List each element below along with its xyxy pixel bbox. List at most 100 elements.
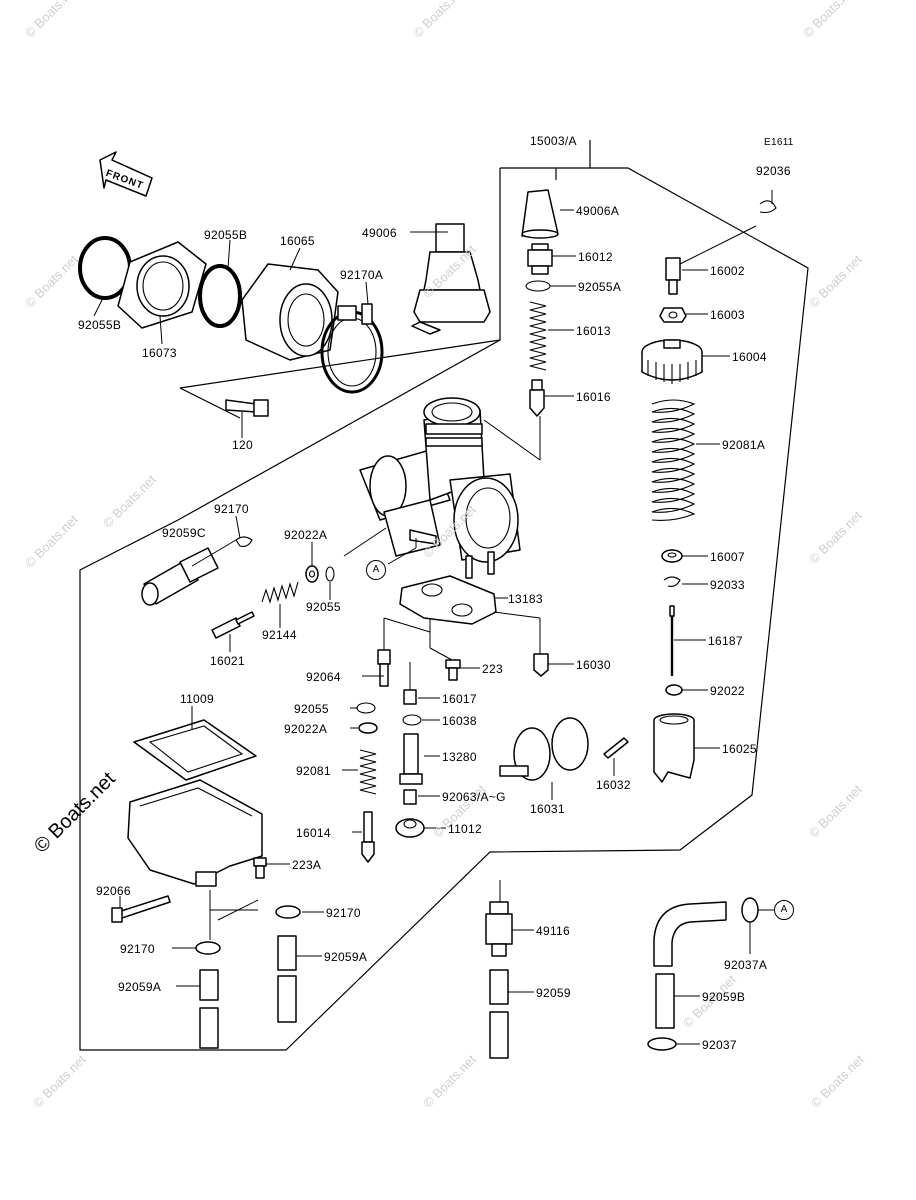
clip-92033 [663,576,681,587]
part-label-16016: 16016 [576,390,611,404]
part-label-92055b-top: 92055B [204,228,248,242]
part-label-16002: 16002 [710,264,745,278]
washer-92022a-lower [358,722,378,734]
part-label-16014: 16014 [296,826,331,840]
o-ring-92055-lower [356,702,376,714]
bolt-120 [225,399,269,417]
needle-jet-92064 [377,649,391,687]
screw-16021 [211,611,255,639]
part-label-16187: 16187 [708,634,743,648]
part-label-92022a-lower: 92022A [284,722,328,736]
part-label-120: 120 [232,438,253,452]
part-label-16031: 16031 [530,802,565,816]
insulator-16073 [117,241,207,329]
part-label-13183: 13183 [508,592,543,606]
part-label-92022a-upper: 92022A [284,528,328,542]
spring-92081 [359,749,377,795]
screw-223a [253,857,267,879]
leader-lines [93,190,774,1045]
o-ring-92055b-top [198,264,242,328]
seat-16007 [661,549,683,563]
part-label-92081: 92081 [296,764,331,778]
holder-16065 [241,263,339,361]
part-label-16012: 16012 [578,250,613,264]
o-ring-16038 [402,714,422,726]
part-label-16004: 16004 [732,350,767,364]
part-label-92059c: 92059C [162,526,206,540]
part-label-92066: 92066 [96,884,131,898]
part-label-92144: 92144 [262,628,297,642]
screw-223 [445,659,461,681]
part-label-16007: 16007 [710,550,745,564]
part-label-16030: 16030 [576,658,611,672]
part-label-223: 223 [482,662,503,676]
adjuster-16002 [665,257,681,295]
part-label-92063: 92063/A~G [442,790,506,804]
part-label-92037a: 92037A [724,958,768,972]
part-label-92059a-mid: 92059A [324,950,368,964]
clip-92170-lower-mid [275,905,301,919]
part-label-92170-mid: 92170 [326,906,361,920]
float-bowl [127,779,263,887]
holder-16016 [529,379,545,417]
part-label-16021: 16021 [210,654,245,668]
boot-49006 [411,223,491,335]
tube-92059 [489,969,509,1059]
part-label-11012: 11012 [448,822,482,836]
clamp-92170a [320,303,384,394]
cap-49006a [521,189,559,239]
front-arrow-icon [99,151,153,197]
gasket-13183 [399,575,497,625]
tube-92059a-mid [277,935,297,1023]
o-ring-92055-middle [325,566,335,582]
assembly-outline [79,140,809,1051]
needle-jet-13280 [399,733,423,785]
main-jet-92063 [403,789,417,805]
clip-92037 [647,1037,677,1051]
part-label-92036: 92036 [756,164,791,178]
nut-16003 [659,307,687,323]
part-label-92055b-left: 92055B [78,318,122,332]
part-label-92170-lower: 92170 [120,942,155,956]
part-label-92055-upper: 92055 [306,600,341,614]
part-label-16003: 16003 [710,308,745,322]
clip-92036 [759,200,777,214]
part-label-15003: 15003/A [530,134,577,148]
spring-92081a [651,399,696,521]
part-label-92170-upper: 92170 [214,502,249,516]
part-label-92064: 92064 [306,670,341,684]
part-label-92170a: 92170A [340,268,384,282]
cap-16004 [641,339,703,384]
spring-16013 [529,301,547,371]
callout-a: A [366,560,386,580]
drain-bolt-92066 [111,895,171,923]
washer-92022-right [665,684,683,696]
part-label-92033: 92033 [710,578,745,592]
part-label-11009: 11009 [180,692,214,706]
part-label-16025: 16025 [722,742,757,756]
tube-92059c [141,547,219,606]
part-label-16017: 16017 [442,692,477,706]
part-label-92055-lower: 92055 [294,702,329,716]
part-label-16065: 16065 [280,234,315,248]
spring-92144 [261,581,299,604]
part-label-16013: 16013 [576,324,611,338]
needle-16187 [669,605,675,676]
part-label-13280: 13280 [442,750,477,764]
part-label-92059b: 92059B [702,990,746,1004]
part-label-92081a: 92081A [722,438,766,452]
pin-16032 [603,737,629,759]
plug-11012 [395,818,425,838]
clip-92037a [741,897,759,923]
tube-92059a-left [199,969,219,1049]
part-label-92059: 92059 [536,986,571,1000]
part-label-92055a: 92055A [578,280,622,294]
part-label-16073: 16073 [142,346,177,360]
part-label-49006: 49006 [362,226,397,240]
part-label-92022: 92022 [710,684,745,698]
part-label-49006a: 49006A [576,204,620,218]
figure-code: E1611 [764,137,794,148]
part-label-92059a-left: 92059A [118,980,162,994]
